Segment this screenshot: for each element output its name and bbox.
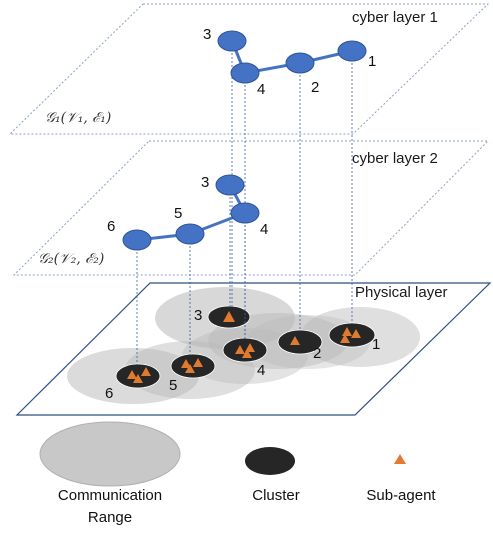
cyber-layer-1-plane bbox=[8, 3, 490, 135]
cyber-layer-1-title: cyber layer 1 bbox=[352, 9, 438, 26]
cluster-label-1: 1 bbox=[372, 336, 380, 353]
cyber-layer-1-graph: 3 4 2 1 bbox=[203, 26, 376, 98]
sub-agent-icon bbox=[235, 345, 245, 354]
cyber-layer-1-graph-label: 𝒢₁(𝒱₁, ℰ₁) bbox=[45, 110, 111, 126]
sub-agent-icon bbox=[133, 374, 143, 383]
legend-sub-agent-icon bbox=[394, 454, 406, 464]
cluster bbox=[277, 329, 323, 355]
sub-agent-icon bbox=[290, 336, 300, 345]
sub-agent-icon bbox=[193, 358, 203, 367]
clusters bbox=[115, 305, 376, 389]
legend-range-label-2: Range bbox=[88, 509, 132, 526]
sub-agent-icon bbox=[340, 334, 350, 343]
cluster-label-4: 4 bbox=[257, 362, 265, 379]
graph-node bbox=[285, 52, 315, 74]
cyber-layer-2-title: cyber layer 2 bbox=[352, 150, 438, 167]
graph-node bbox=[215, 174, 245, 196]
node-label-4: 4 bbox=[260, 221, 268, 238]
legend-sub-agent-label: Sub-agent bbox=[366, 487, 436, 504]
sub-agent-icon bbox=[127, 370, 137, 379]
cluster bbox=[170, 353, 216, 379]
cluster bbox=[222, 337, 268, 363]
cyber-layer-2: cyber layer 2 𝒢₂(𝒱₂, ℰ₂) bbox=[12, 140, 490, 276]
cluster-6 bbox=[115, 363, 161, 389]
sub-agent-icon bbox=[223, 311, 235, 322]
legend-cluster-swatch bbox=[245, 447, 295, 475]
sub-agent-icon bbox=[242, 349, 252, 358]
cluster-label-3: 3 bbox=[194, 307, 202, 324]
cyber-layer-1: cyber layer 1 𝒢₁(𝒱₁, ℰ₁) bbox=[8, 3, 490, 135]
cyber-layer-2-graph: 3 4 5 6 bbox=[107, 174, 268, 251]
graph-node bbox=[230, 202, 260, 224]
node-label-6: 6 bbox=[107, 218, 115, 235]
sub-agent-icon bbox=[245, 343, 255, 352]
cyber-layer-2-graph-label: 𝒢₂(𝒱₂, ℰ₂) bbox=[38, 251, 104, 267]
cluster-label-6: 6 bbox=[105, 385, 113, 402]
cluster-label-2: 2 bbox=[313, 345, 321, 362]
cluster-4 bbox=[222, 337, 268, 363]
cluster bbox=[328, 322, 376, 348]
legend-cluster-label: Cluster bbox=[252, 487, 300, 504]
node-label-3: 3 bbox=[201, 174, 209, 191]
graph-node bbox=[122, 229, 152, 251]
cyber-layer-2-plane bbox=[12, 140, 490, 276]
graph-node bbox=[230, 62, 260, 84]
node-label-4: 4 bbox=[257, 81, 265, 98]
physical-layer-title: Physical layer bbox=[355, 284, 448, 301]
cluster-2 bbox=[277, 329, 323, 355]
legend: Communication Range Cluster Sub-agent bbox=[39, 421, 436, 526]
sub-agent-icon bbox=[351, 329, 361, 338]
graph-node bbox=[175, 223, 205, 245]
cluster-5 bbox=[170, 353, 216, 379]
node-label-2: 2 bbox=[311, 79, 319, 96]
legend-range-swatch bbox=[39, 421, 181, 487]
cluster-label-5: 5 bbox=[169, 377, 177, 394]
node-label-1: 1 bbox=[368, 53, 376, 70]
sub-agent-icon bbox=[141, 367, 151, 376]
cluster-1 bbox=[328, 322, 376, 348]
physical-layer: Physical layer bbox=[15, 282, 492, 416]
projection-lines bbox=[136, 41, 353, 365]
sub-agent-icon bbox=[181, 359, 191, 368]
graph-node bbox=[337, 40, 367, 62]
legend-range-label: Communication bbox=[58, 487, 162, 504]
cluster-3 bbox=[207, 305, 251, 329]
cluster-labels: 3 4 2 1 5 6 bbox=[105, 307, 380, 402]
node-label-5: 5 bbox=[174, 205, 182, 222]
sub-agent-icon bbox=[185, 364, 195, 373]
sub-agent-icon bbox=[342, 327, 352, 336]
node-label-3: 3 bbox=[203, 26, 211, 43]
graph-node bbox=[217, 30, 247, 52]
